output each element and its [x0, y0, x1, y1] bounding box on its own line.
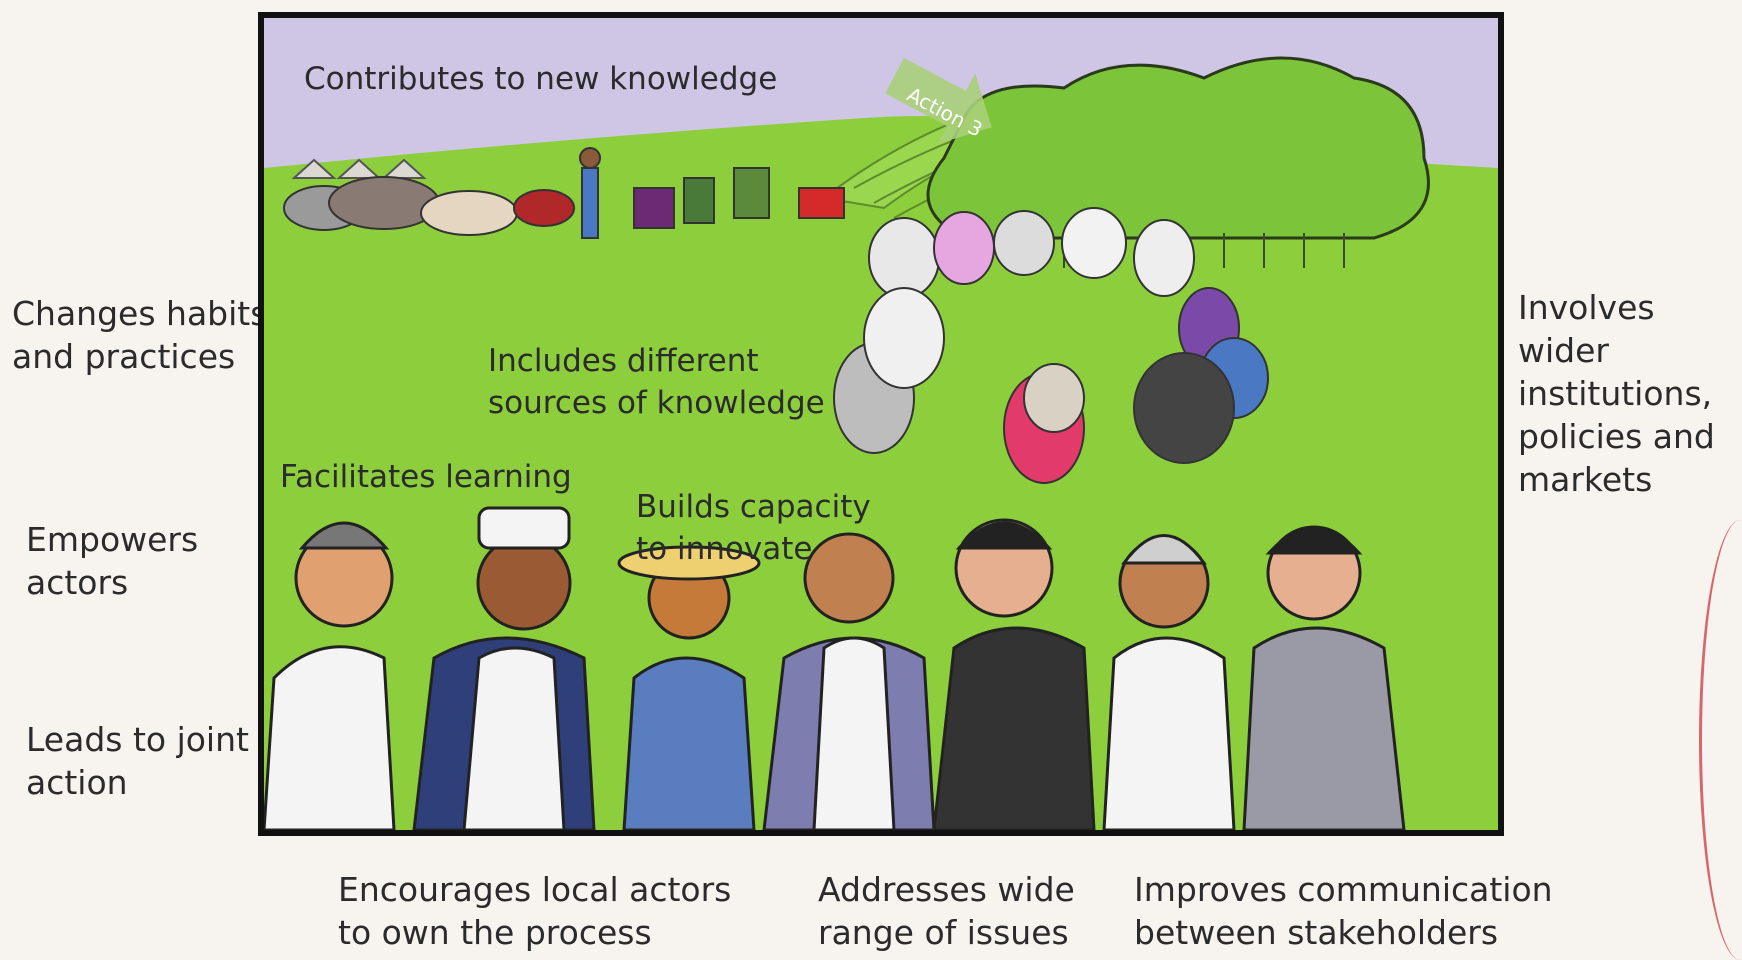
cattle [283, 176, 575, 236]
label-improves-communication: Improves communication between stakehold… [1134, 870, 1553, 952]
label-facilitates-learning: Facilitates learning [280, 459, 572, 495]
label-includes-different-sources: Includes different sources of knowledge [488, 343, 825, 421]
label-builds-capacity: Builds capacity to innovate [636, 489, 871, 567]
action-arrow [885, 58, 992, 144]
label-encourages-local: Encourages local actors to own the proce… [338, 870, 732, 952]
label-addresses-wide: Addresses wide range of issues [818, 870, 1075, 952]
label-contributes-new-knowledge: Contributes to new knowledge [304, 61, 778, 97]
decorative-arc [1699, 520, 1742, 960]
seated-group [833, 207, 1269, 484]
label-leads-to-joint-action: Leads to joint action [26, 720, 249, 802]
label-empowers-actors: Empowers actors [26, 520, 199, 602]
distant-huts [291, 158, 427, 179]
label-changes-habits: Changes habits and practices [12, 294, 268, 376]
farmers [579, 147, 845, 239]
illustration-frame: Contributes to new knowledge Includes di… [258, 12, 1504, 836]
front-row-people [264, 506, 1406, 830]
illustration-scene [264, 18, 1498, 830]
label-involves-wider: Involves wider institutions, policies an… [1518, 288, 1715, 499]
